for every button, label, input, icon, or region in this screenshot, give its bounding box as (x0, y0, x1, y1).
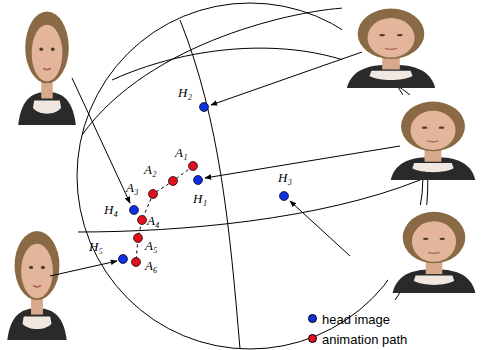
legend-text: animation path (322, 333, 407, 346)
legend-swatch (308, 314, 317, 323)
point-label: A₆ (145, 259, 157, 272)
point-label: A₄ (147, 214, 159, 227)
point-label: A₁ (175, 146, 187, 159)
point-label: H₃ (278, 171, 292, 184)
point-label: A₅ (145, 239, 157, 252)
point-label: H₅ (89, 240, 103, 253)
point-label: H₁ (193, 192, 207, 205)
point-label: H₂ (178, 86, 192, 99)
point-label: A₃ (126, 181, 138, 194)
point-label: A₂ (144, 163, 156, 176)
legend-text: head image (322, 313, 390, 326)
point-label: H₄ (104, 203, 118, 216)
legend-swatch (308, 334, 317, 343)
